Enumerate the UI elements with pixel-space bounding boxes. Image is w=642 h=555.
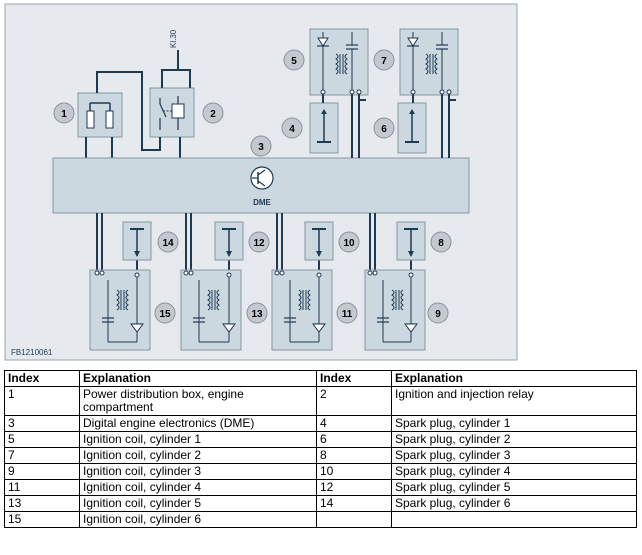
- header-index-2: Index: [316, 370, 392, 387]
- callout-8: 8: [430, 231, 452, 253]
- svg-text:6: 6: [381, 124, 387, 135]
- svg-text:5: 5: [291, 56, 297, 67]
- spark-plug-cylinder-5: [214, 221, 244, 261]
- spark-plug-cylinder-2: [397, 102, 427, 154]
- svg-text:13: 13: [251, 309, 263, 320]
- circuit-diagram: Kl.30 DME: [4, 3, 518, 361]
- ignition-coil-cylinder-1: [309, 28, 369, 96]
- supply-wiring: [85, 69, 191, 158]
- svg-text:11: 11: [342, 309, 353, 320]
- svg-text:3: 3: [258, 142, 264, 153]
- ignition-coil-cylinder-5: [180, 269, 242, 351]
- callout-2: 2: [202, 102, 224, 124]
- callout-4: 4: [281, 117, 303, 139]
- ignition-coil-cylinder-4: [271, 269, 333, 351]
- svg-text:2: 2: [210, 109, 216, 120]
- svg-text:4: 4: [289, 124, 295, 135]
- ignition-injection-relay: [149, 87, 195, 138]
- callout-14: 14: [157, 231, 179, 253]
- kl30-label: Kl.30: [169, 29, 178, 48]
- callout-5: 5: [283, 49, 305, 71]
- callout-15: 15: [154, 302, 176, 324]
- svg-text:15: 15: [159, 309, 171, 320]
- spark-plug-cylinder-4: [304, 221, 334, 261]
- svg-text:12: 12: [253, 238, 265, 249]
- header-explanation-2: Explanation: [391, 370, 637, 387]
- ignition-coil-cylinder-3: [364, 269, 426, 351]
- svg-text:9: 9: [435, 309, 441, 320]
- svg-text:7: 7: [381, 56, 387, 67]
- spark-plug-cylinder-3: [396, 221, 426, 261]
- table-header-row: Index Explanation Index Explanation: [4, 370, 637, 387]
- lower-coil-wiring: [96, 213, 412, 275]
- callout-12: 12: [248, 231, 270, 253]
- svg-text:14: 14: [162, 238, 174, 249]
- ignition-coil-cylinder-6: [89, 269, 151, 351]
- callout-9: 9: [427, 302, 449, 324]
- ignition-coil-cylinder-2: [399, 28, 459, 96]
- spark-plug-cylinder-6: [122, 221, 152, 261]
- kl30-supply: Kl.30: [169, 29, 179, 70]
- svg-text:8: 8: [438, 238, 444, 249]
- callout-3: 3: [250, 135, 272, 157]
- callout-7: 7: [373, 49, 395, 71]
- figure-code: FB1210061: [11, 348, 53, 357]
- header-index-1: Index: [4, 370, 80, 387]
- header-explanation-1: Explanation: [79, 370, 317, 387]
- upper-coil-wiring: [322, 94, 456, 158]
- callout-11: 11: [336, 302, 358, 324]
- dme-unit: DME: [52, 157, 470, 214]
- svg-text:10: 10: [343, 238, 355, 249]
- power-distribution-box: [77, 92, 123, 138]
- callout-10: 10: [338, 231, 360, 253]
- spark-plug-cylinder-1: [309, 102, 339, 154]
- svg-text:1: 1: [61, 109, 67, 120]
- callout-13: 13: [246, 302, 268, 324]
- callout-6: 6: [373, 117, 395, 139]
- dme-label: DME: [253, 198, 271, 207]
- callout-1: 1: [53, 102, 75, 124]
